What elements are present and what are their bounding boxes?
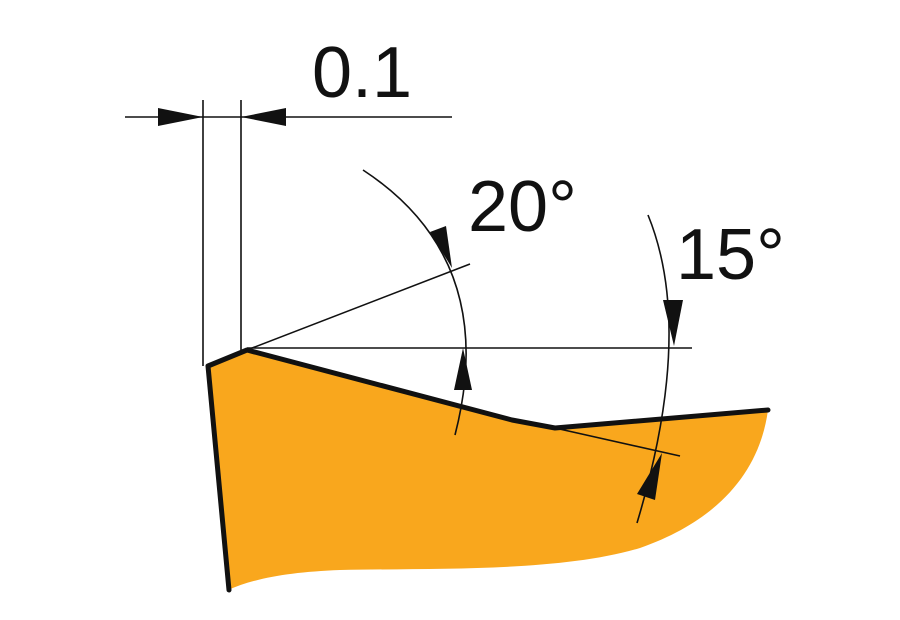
width-arrow-left <box>158 108 203 126</box>
rake-extension-line <box>554 427 681 457</box>
cutting-edge-outline <box>205 347 771 593</box>
rake-angle-label: 15° <box>676 215 785 295</box>
chamfer-extension-line <box>246 263 471 351</box>
rake-angle-arrow-bottom <box>637 453 662 500</box>
rake-angle-arrow-top <box>663 300 683 346</box>
width-arrow-right <box>241 108 286 126</box>
insert-body <box>208 350 768 590</box>
width-dimension-label: 0.1 <box>312 33 412 113</box>
chamfer-angle-label: 20° <box>468 167 577 247</box>
chamfer-angle-arc <box>362 169 467 436</box>
chamfer-angle-arrow-top <box>430 226 452 268</box>
chamfer-angle-arrow-bottom <box>454 348 472 390</box>
